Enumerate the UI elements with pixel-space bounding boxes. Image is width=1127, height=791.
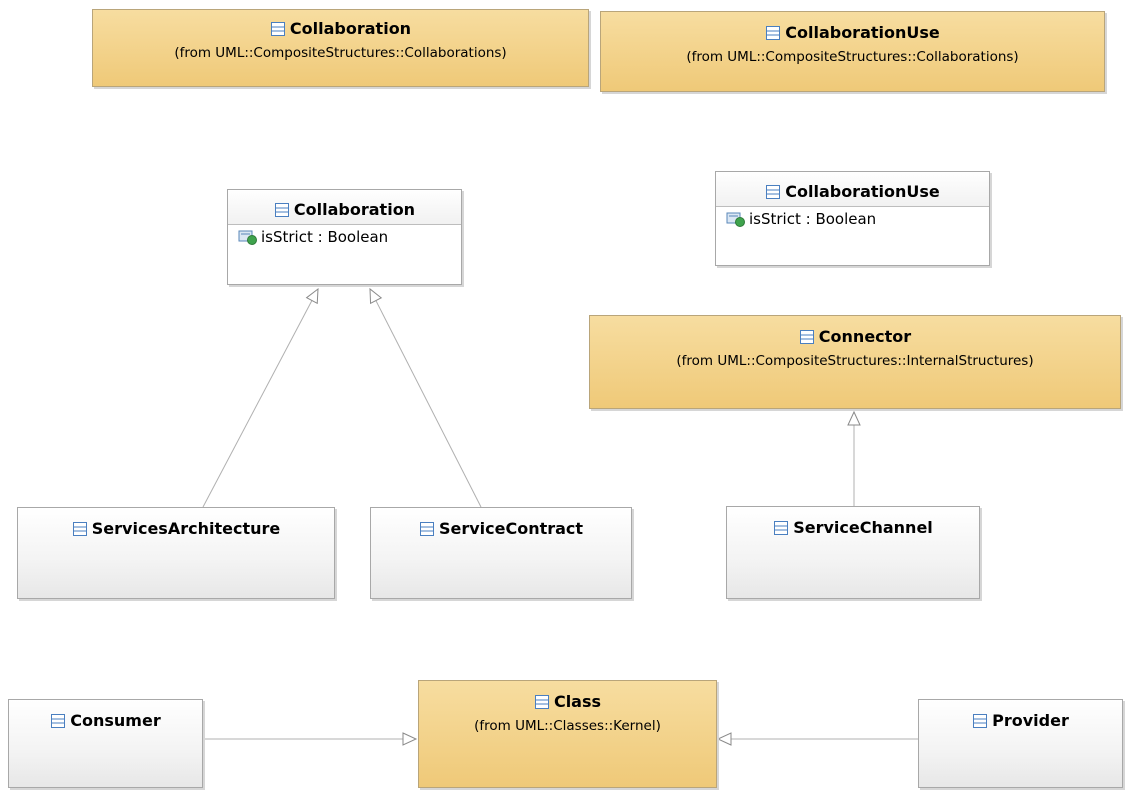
class-servicechannel-title: ServiceChannel [773,518,933,537]
class-servicechannel-name: ServiceChannel [793,518,933,537]
class-servicecontract-name: ServiceContract [438,519,584,538]
class-icon [274,202,291,218]
metaclass-collaborationuse-title: CollaborationUse [765,23,940,42]
class-icon [765,184,782,200]
metaclass-class-name: Class [553,692,602,711]
class-consumer[interactable]: Consumer [8,699,203,788]
metaclass-collaboration[interactable]: Collaboration (from UML::CompositeStruct… [92,9,589,87]
metaclass-connector-name: Connector [818,327,912,346]
class-collaboration[interactable]: Collaboration isStrict : Boolean [227,189,462,285]
class-servicecontract-title: ServiceContract [419,519,583,538]
class-icon [270,21,287,37]
attribute-isstrict[interactable]: isStrict : Boolean [228,225,461,246]
generalization-servicecontract-collaboration [369,287,482,508]
attribute-isstrict[interactable]: isStrict : Boolean [716,207,989,228]
class-icon [773,520,790,536]
class-provider[interactable]: Provider [918,699,1123,788]
class-servicesarchitecture[interactable]: ServicesArchitecture [17,507,335,599]
class-collaborationuse-title: CollaborationUse [765,182,940,201]
metaclass-connector-title: Connector [799,327,911,346]
attribute-icon [726,211,746,227]
class-consumer-name: Consumer [70,711,161,730]
attribute-isstrict-text: isStrict : Boolean [261,228,389,246]
metaclass-class-title: Class [534,692,601,711]
class-collaborationuse[interactable]: CollaborationUse isStrict : Boolean [715,171,990,266]
class-icon [799,329,816,345]
class-servicechannel[interactable]: ServiceChannel [726,506,980,599]
metaclass-collaborationuse[interactable]: CollaborationUse (from UML::CompositeStr… [600,11,1105,92]
attribute-isstrict-text: isStrict : Boolean [749,210,877,228]
class-servicesarchitecture-title: ServicesArchitecture [72,519,280,538]
metaclass-collaboration-name: Collaboration [289,19,412,38]
class-icon [419,521,436,537]
class-icon [765,25,782,41]
class-collaboration-title: Collaboration [274,200,415,219]
metaclass-collaborationuse-from: (from UML::CompositeStructures::Collabor… [686,48,1019,65]
class-servicecontract[interactable]: ServiceContract [370,507,632,599]
metaclass-collaboration-from: (from UML::CompositeStructures::Collabor… [174,44,507,61]
metaclass-class[interactable]: Class (from UML::Classes::Kernel) [418,680,717,788]
class-icon [50,713,67,729]
attribute-icon [238,229,258,245]
class-consumer-title: Consumer [50,711,161,730]
class-icon [534,694,551,710]
class-collaboration-name: Collaboration [293,200,416,219]
metaclass-class-from: (from UML::Classes::Kernel) [474,717,661,734]
class-collaborationuse-name: CollaborationUse [785,182,940,201]
class-icon [972,713,989,729]
generalization-servicesarchitecture-collaboration [202,287,319,508]
class-provider-title: Provider [972,711,1069,730]
metaclass-connector-from: (from UML::CompositeStructures::Internal… [676,352,1034,369]
metaclass-collaboration-title: Collaboration [270,19,411,38]
class-servicesarchitecture-name: ServicesArchitecture [91,519,281,538]
class-provider-name: Provider [992,711,1069,730]
metaclass-connector[interactable]: Connector (from UML::CompositeStructures… [589,315,1121,409]
class-icon [72,521,89,537]
metaclass-collaborationuse-name: CollaborationUse [785,23,940,42]
